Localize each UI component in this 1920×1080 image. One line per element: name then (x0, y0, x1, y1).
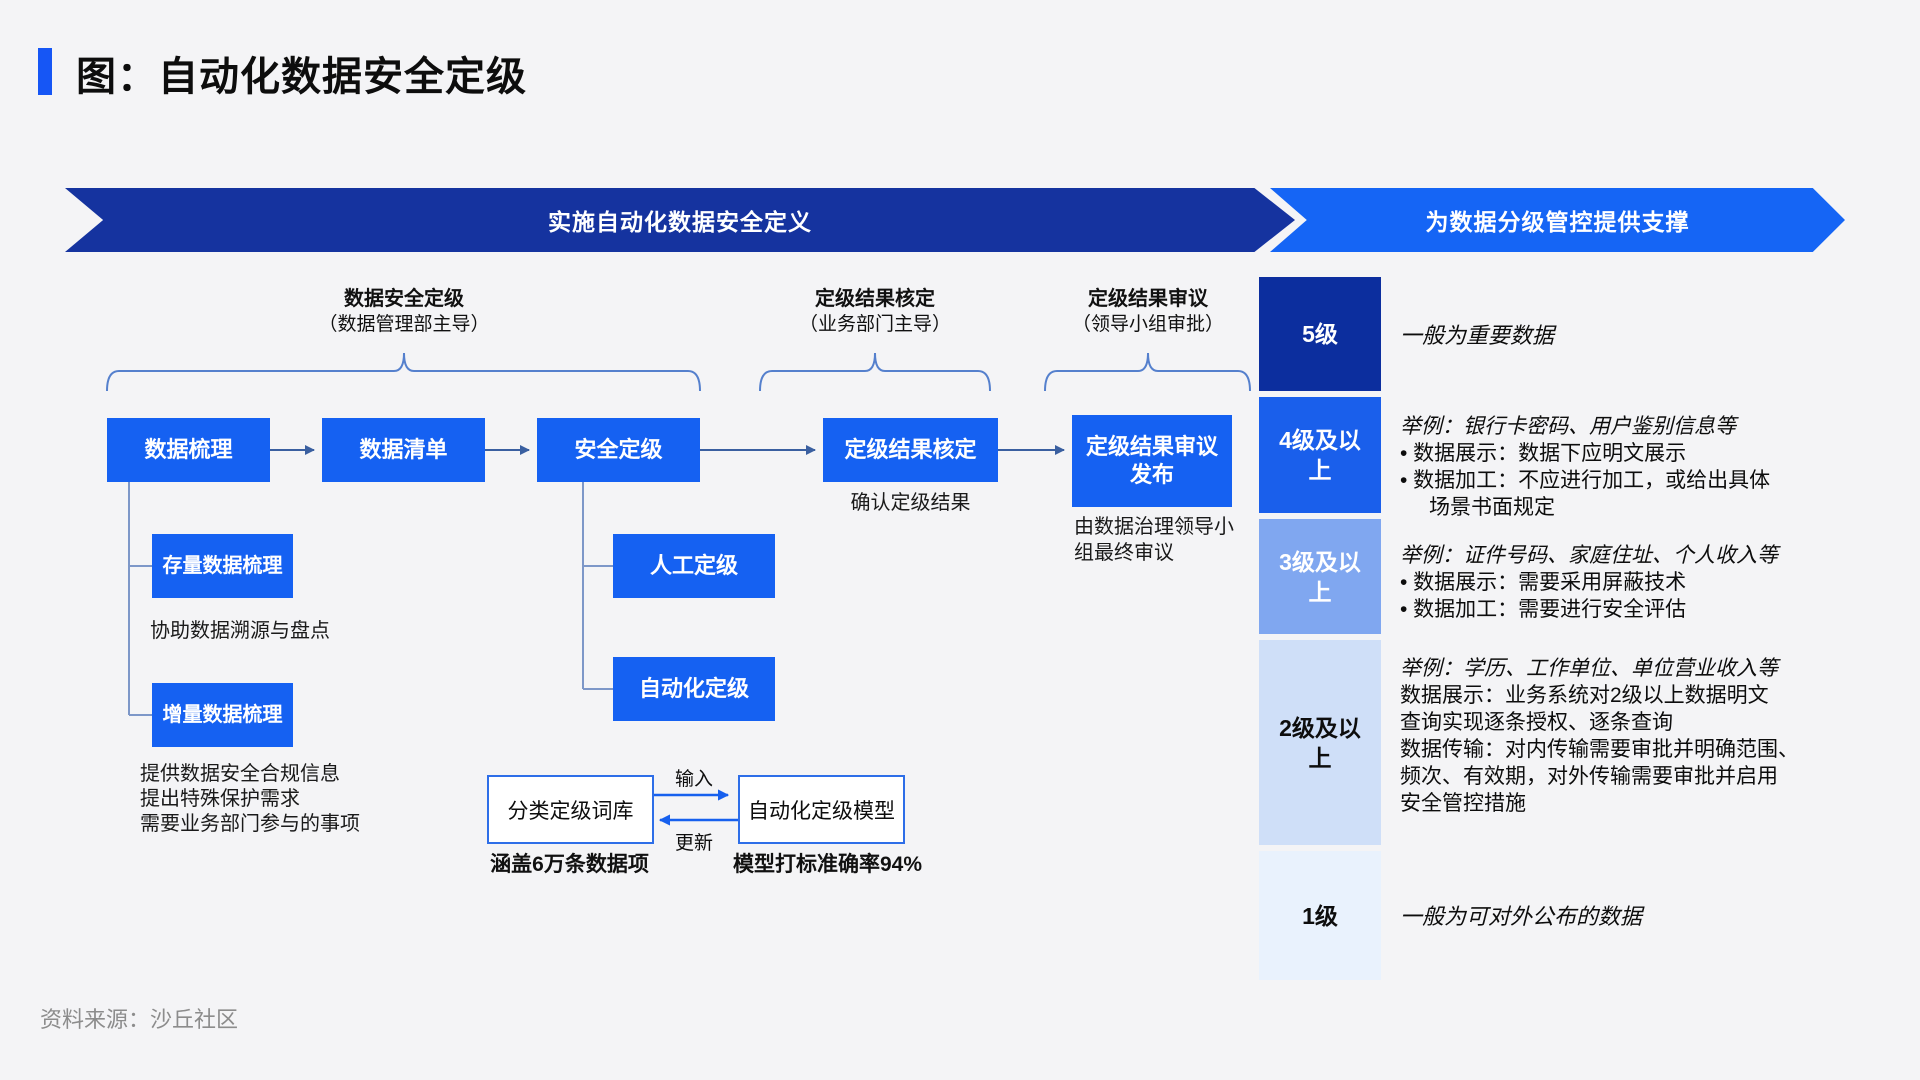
loop-box-model: 自动化定级模型 (738, 775, 905, 844)
flow-box-incremental-data-sorting: 增量数据梳理 (152, 683, 293, 747)
group-label-result-check: 定级结果核定 (815, 288, 935, 310)
level-desc-3plus: 举例：证件号码、家庭住址、个人收入等 • 数据展示：需要采用屏蔽技术 • 数据加… (1400, 542, 1810, 623)
flow-box-security-grading: 安全定级 (537, 418, 700, 482)
note-incremental-line3: 需要业务部门参与的事项 (140, 813, 360, 835)
loop-update-label: 更新 (674, 833, 713, 854)
flow-box5-line2: 发布 (1129, 462, 1174, 487)
note-incremental-line1: 提供数据安全合规信息 (140, 763, 340, 785)
flow-box5-line1: 定级结果审议 (1085, 434, 1218, 459)
page-title: 图：自动化数据安全定级 (76, 55, 527, 99)
note-incremental-data: 提供数据安全合规信息 提出特殊保护需求 需要业务部门参与的事项 (140, 762, 360, 837)
level2-rule-display-cont: 查询实现逐条授权、逐条查询 (1400, 711, 1673, 734)
level-desc-1: 一般为可对外公布的数据 (1400, 904, 1643, 929)
caption-model-accuracy: 模型打标准确率94% (732, 853, 923, 876)
group-sub-security-grading: （数据管理部主导） (318, 314, 490, 335)
level3-rule-display: • 数据展示：需要采用屏蔽技术 (1400, 571, 1687, 594)
flow-box-data-sorting: 数据梳理 (107, 418, 270, 482)
caption-lexicon-size: 涵盖6万条数据项 (490, 853, 649, 876)
level4-rule-processing: • 数据加工：不应进行加工，或给出具体 (1400, 469, 1771, 492)
group-sub-result-review: （领导小组审批） (1071, 314, 1224, 335)
level-cell-3plus: 3级及以上 (1259, 519, 1381, 634)
level2-rule-transfer-cont1: 频次、有效期，对外传输需要审批并启用 (1400, 765, 1778, 788)
note-incremental-line2: 提出特殊保护需求 (140, 788, 300, 810)
brace-result-review-icon (1044, 352, 1251, 392)
banner-support-control: 为数据分级管控提供支撑 (1270, 188, 1845, 252)
level-cell-5: 5级 (1259, 277, 1381, 391)
level4-example: 举例：银行卡密码、用户鉴别信息等 (1400, 415, 1736, 438)
note-stock-data: 协助数据溯源与盘点 (150, 620, 330, 642)
loop-input-label: 输入 (674, 769, 713, 790)
flow-box-stock-data-sorting: 存量数据梳理 (152, 534, 293, 598)
level-cell-2plus: 2级及以上 (1259, 640, 1381, 845)
flow-box-result-review-publish: 定级结果审议 发布 (1072, 415, 1232, 507)
title-accent-bar (38, 48, 52, 95)
group-label-result-review: 定级结果审议 (1088, 288, 1208, 310)
source-attribution: 资料来源：沙丘社区 (40, 1007, 239, 1032)
level-cell-4plus: 4级及以上 (1259, 397, 1381, 513)
level3-example: 举例：证件号码、家庭住址、个人收入等 (1400, 544, 1778, 567)
loop-box-lexicon: 分类定级词库 (487, 775, 654, 844)
group-label-security-grading: 数据安全定级 (344, 288, 464, 310)
level2-example: 举例：学历、工作单位、单位营业收入等 (1400, 657, 1778, 680)
level3-rule-processing: • 数据加工：需要进行安全评估 (1400, 598, 1687, 621)
level4-rule-processing-cont: 场景书面规定 (1429, 496, 1555, 519)
group-sub-result-check: （业务部门主导） (798, 314, 951, 335)
brace-security-grading-icon (106, 352, 701, 392)
flow-box-manual-grading: 人工定级 (613, 534, 775, 598)
brace-result-check-icon (759, 352, 991, 392)
flow-box-result-check: 定级结果核定 (823, 418, 998, 482)
banner-right-label: 为数据分级管控提供支撑 (1425, 209, 1690, 235)
level-cell-1: 1级 (1259, 851, 1381, 980)
level2-rule-transfer: 数据传输：对内传输需要审批并明确范围、 (1400, 738, 1799, 761)
flow-box-data-inventory: 数据清单 (322, 418, 485, 482)
note-final-review: 由数据治理领导小组最终审议 (1074, 516, 1234, 564)
connector-security-grading-branch (582, 482, 613, 690)
note-confirm-result: 确认定级结果 (850, 492, 971, 514)
level2-rule-transfer-cont2: 安全管控措施 (1400, 792, 1526, 815)
level-desc-5: 一般为重要数据 (1400, 323, 1555, 348)
connector-data-sorting-branch (128, 482, 152, 716)
level4-rule-display: • 数据展示：数据下应明文展示 (1400, 442, 1687, 465)
level2-rule-display: 数据展示：业务系统对2级以上数据明文 (1400, 684, 1769, 707)
level-desc-4plus: 举例：银行卡密码、用户鉴别信息等 • 数据展示：数据下应明文展示 • 数据加工：… (1400, 413, 1810, 521)
flow-box-automated-grading: 自动化定级 (613, 657, 775, 721)
banner-left-label: 实施自动化数据安全定义 (548, 209, 812, 235)
banner-implement-classification: 实施自动化数据安全定义 (65, 188, 1295, 252)
level-desc-2plus: 举例：学历、工作单位、单位营业收入等 数据展示：业务系统对2级以上数据明文 查询… (1400, 655, 1810, 817)
